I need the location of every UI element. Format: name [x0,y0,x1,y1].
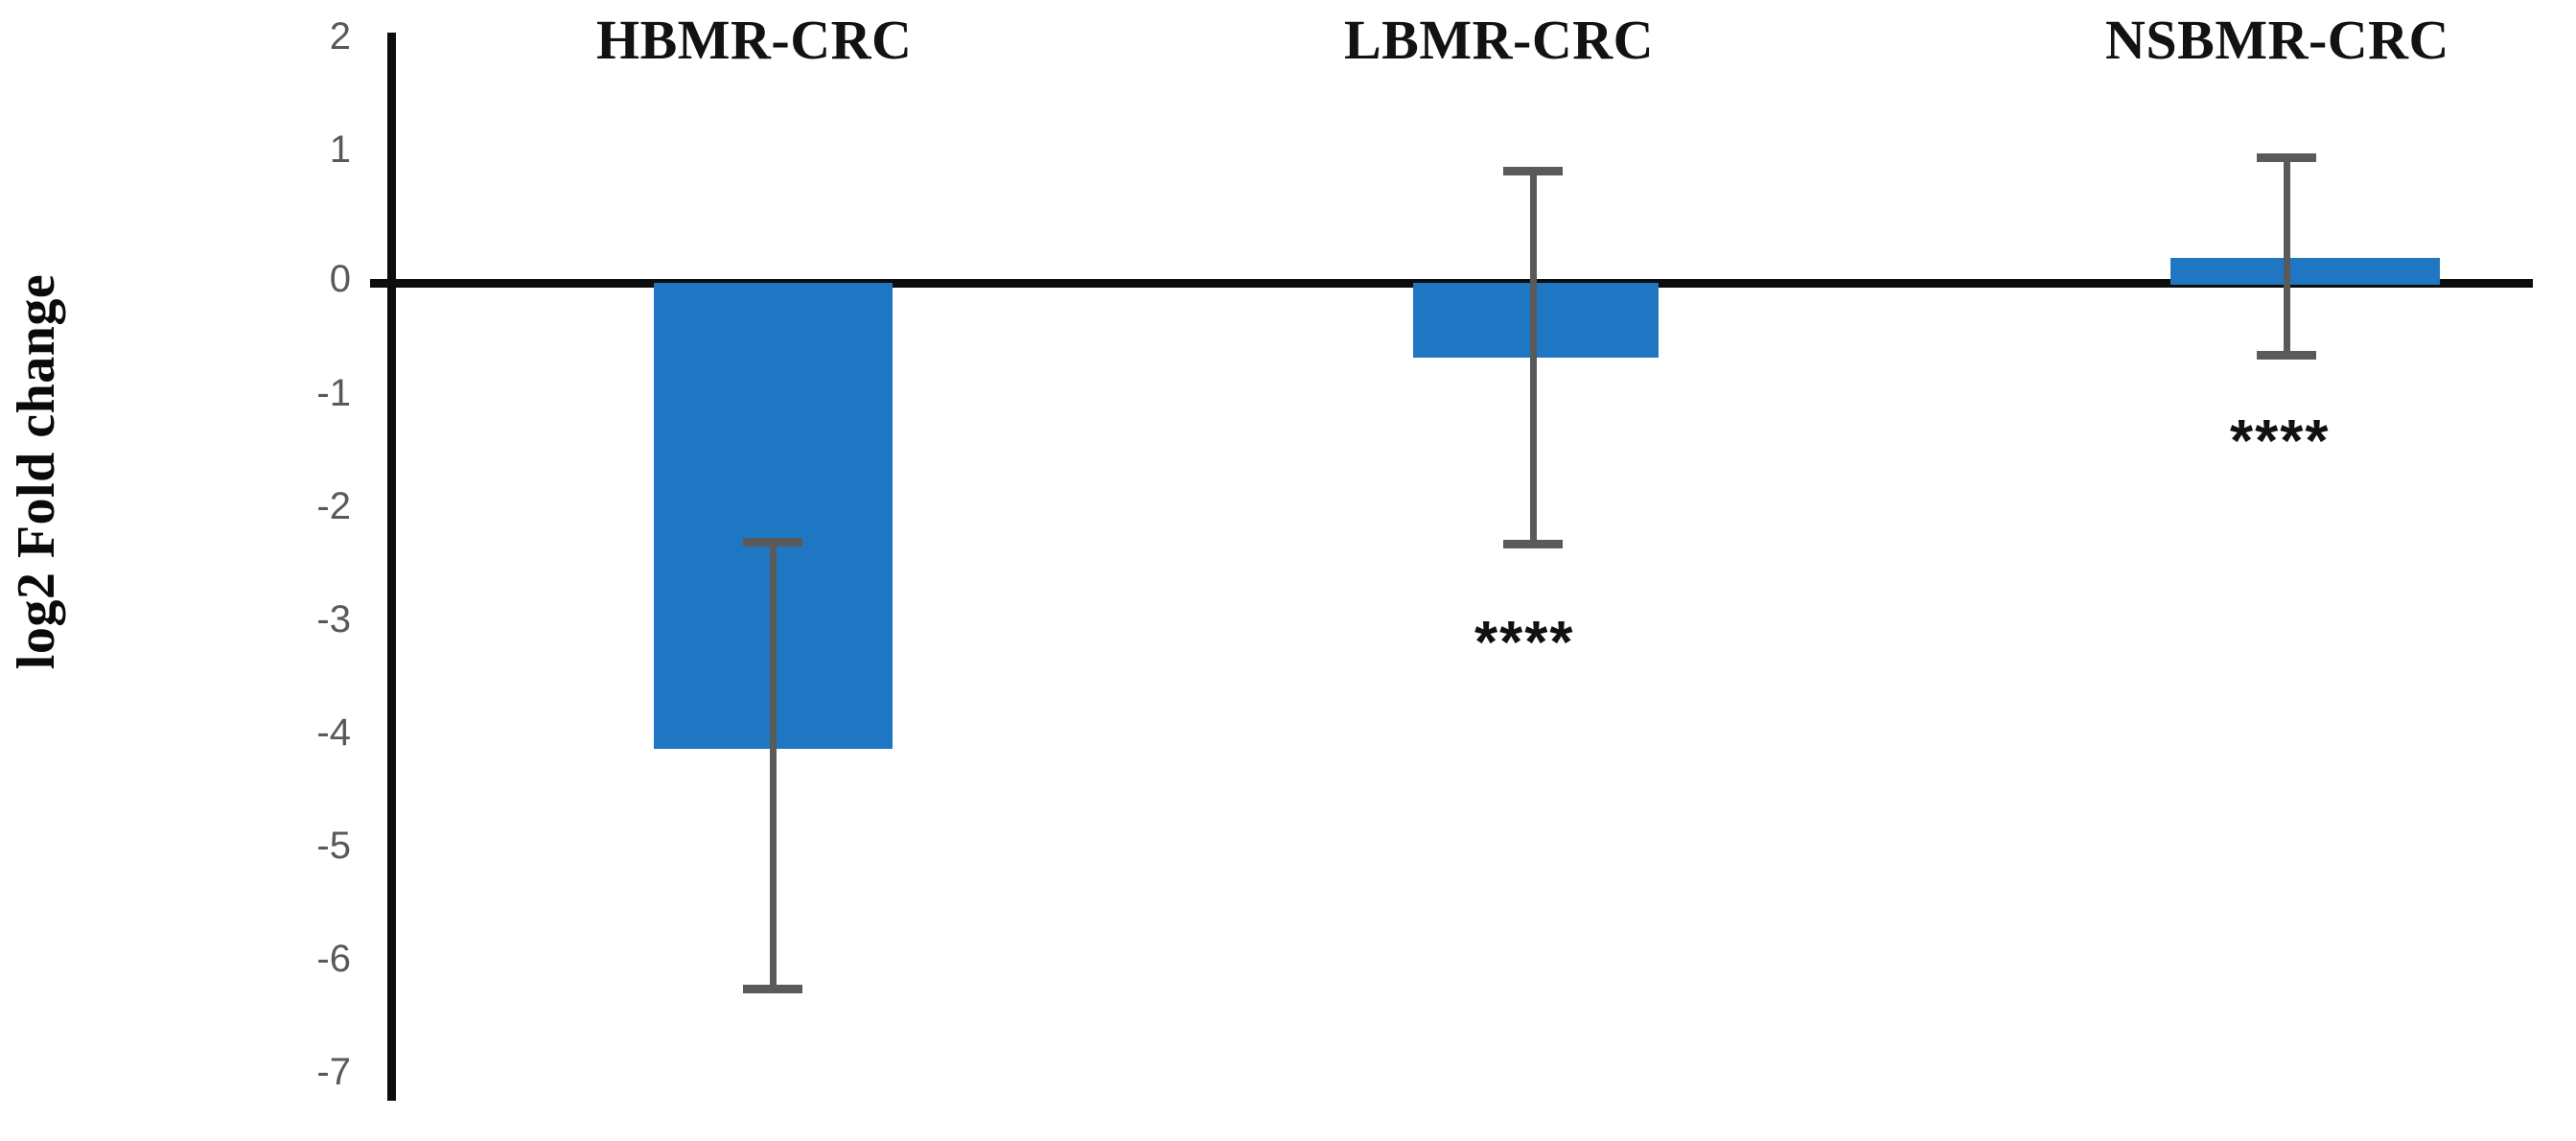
series-label-nsbmr-crc: NSBMR-CRC [2105,9,2449,71]
y-tick-label-neg4: -4 [316,711,351,754]
bar-nsbmr-crc[interactable] [2170,258,2440,285]
error-bar-stem-nsbmr-crc [2284,157,2290,359]
y-tick-label-1: 1 [329,128,351,171]
significance-marker-lbmr-crc: **** [1474,610,1575,676]
significance-marker-nsbmr-crc: **** [2230,408,2331,475]
error-bar-stem-lbmr-crc [1530,171,1537,547]
error-bar-cap-lower-hbmr-crc [743,985,802,993]
series-label-lbmr-crc: LBMR-CRC [1344,9,1654,71]
error-bar-stem-hbmr-crc [770,542,777,992]
error-bar-cap-lower-lbmr-crc [1503,540,1563,548]
y-tick-label-neg5: -5 [316,825,351,867]
y-axis-zero-tick [370,279,391,288]
y-tick-label-2: 2 [329,15,351,58]
y-tick-label-0: 0 [329,258,351,300]
y-tick-label-neg1: -1 [316,372,351,414]
y-tick-label-neg3: -3 [316,598,351,640]
y-tick-label-neg2: -2 [316,485,351,527]
y-tick-label-neg6: -6 [316,938,351,980]
y-tick-label-neg7: -7 [316,1051,351,1093]
y-axis-line [387,33,396,1101]
error-bar-cap-upper-lbmr-crc [1503,167,1563,175]
error-bar-cap-lower-nsbmr-crc [2257,351,2316,360]
error-bar-cap-upper-hbmr-crc [743,538,802,547]
series-label-hbmr-crc: HBMR-CRC [596,9,913,71]
error-bar-cap-upper-nsbmr-crc [2257,153,2316,162]
